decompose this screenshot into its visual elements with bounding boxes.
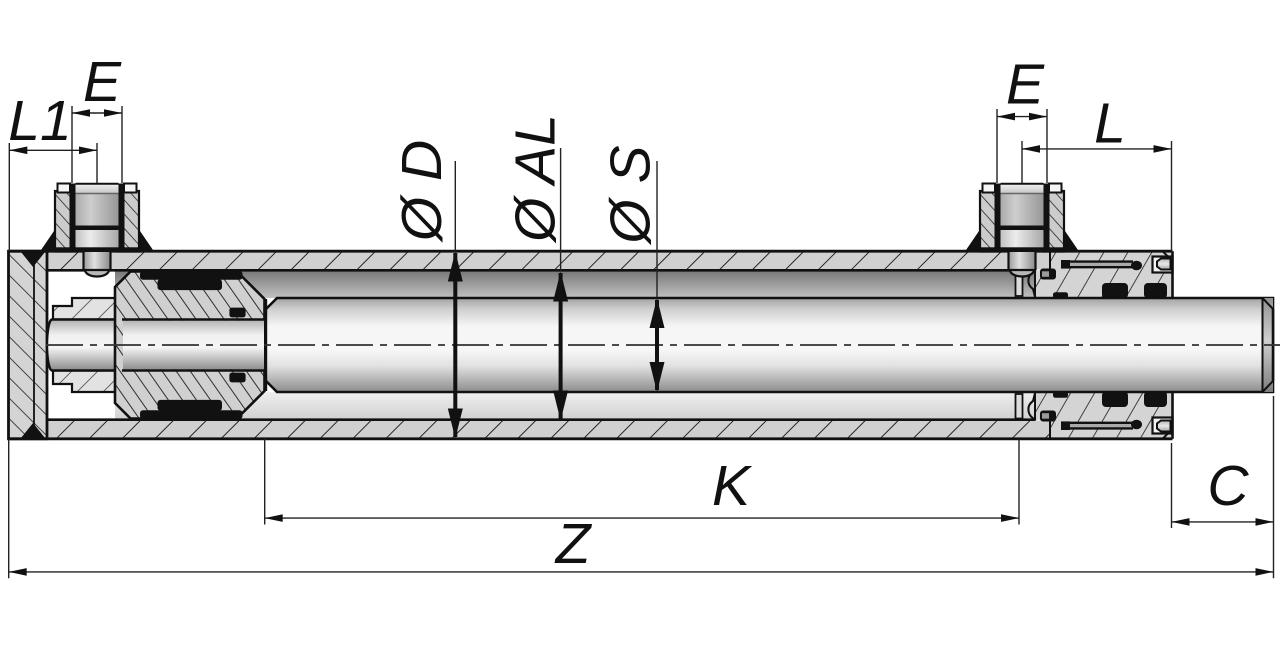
- svg-text:L: L: [1094, 92, 1126, 156]
- svg-text:E: E: [83, 50, 122, 114]
- svg-text:Ø D: Ø D: [390, 140, 454, 243]
- svg-text:L1: L1: [8, 89, 71, 153]
- svg-text:Ø AL: Ø AL: [504, 114, 568, 244]
- svg-text:E: E: [1006, 53, 1045, 117]
- svg-text:Ø S: Ø S: [599, 145, 663, 245]
- svg-text:Z: Z: [554, 512, 593, 576]
- svg-text:K: K: [712, 454, 753, 518]
- svg-text:C: C: [1207, 454, 1249, 518]
